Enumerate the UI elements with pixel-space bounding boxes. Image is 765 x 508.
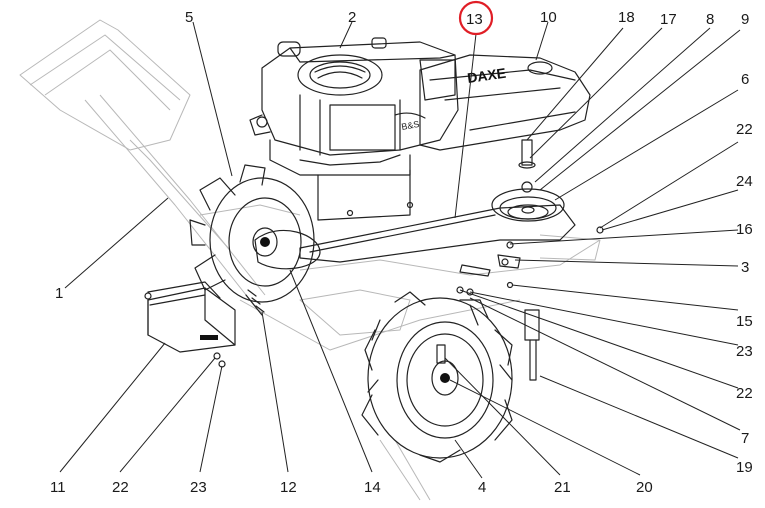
callout-7: 7 [741, 430, 749, 447]
svg-text:B&S: B&S [401, 119, 420, 132]
highlight-circle [458, 0, 494, 36]
callout-22-right-upper: 22 [736, 121, 753, 138]
callout-6: 6 [741, 71, 749, 88]
callout-5: 5 [185, 9, 193, 26]
handlebar-frame [19, 19, 601, 501]
callout-11: 11 [50, 479, 66, 496]
callout-17: 17 [660, 11, 677, 28]
engine: B&S [249, 37, 459, 221]
left-wheel [189, 164, 321, 303]
callout-9: 9 [741, 11, 749, 28]
callout-16: 16 [736, 221, 753, 238]
callout-4: 4 [478, 479, 486, 496]
callout-13: 13 [466, 11, 483, 28]
leader-lines [59, 21, 741, 479]
front-wheel [361, 291, 513, 463]
callout-22-right-lower: 22 [736, 385, 753, 402]
callout-8: 8 [706, 11, 714, 28]
callout-21: 21 [554, 479, 571, 496]
callout-23-bottom: 23 [190, 479, 207, 496]
callout-24: 24 [736, 173, 753, 190]
spring-part [245, 289, 265, 316]
callout-15: 15 [736, 313, 753, 330]
callout-3: 3 [741, 259, 749, 276]
callout-19: 19 [736, 459, 753, 476]
callout-2: 2 [348, 9, 356, 26]
cover-brand-text: DAXE [466, 65, 507, 86]
callout-18: 18 [618, 9, 635, 26]
callout-12: 12 [280, 479, 297, 496]
belt-cover: DAXE [419, 54, 591, 151]
pulley-and-belt [299, 139, 576, 263]
callout-22-bottom: 22 [112, 479, 129, 496]
callout-20: 20 [636, 479, 653, 496]
callout-numbers: 1 2 3 4 5 6 7 8 9 10 11 12 13 14 15 16 1… [50, 9, 753, 496]
callout-10: 10 [540, 9, 557, 26]
callout-1: 1 [55, 285, 63, 302]
callout-23-right: 23 [736, 343, 753, 360]
callout-14: 14 [364, 479, 381, 496]
side-shield [144, 281, 236, 353]
